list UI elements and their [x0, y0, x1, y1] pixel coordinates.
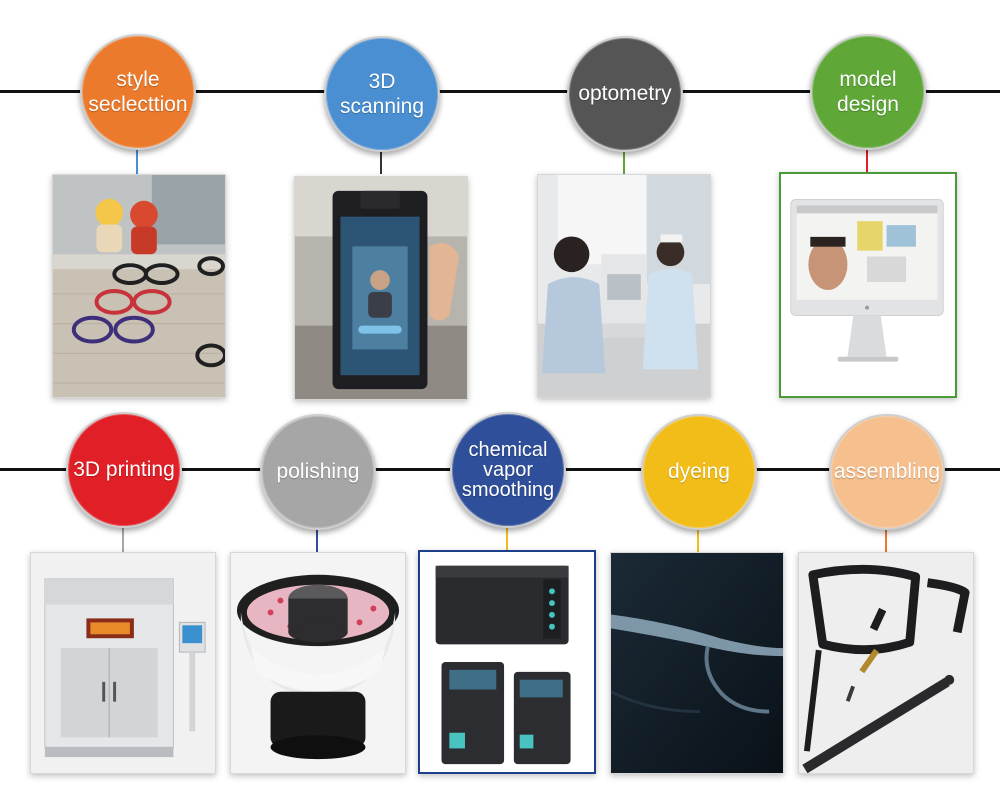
connector-assembling [885, 528, 887, 552]
step-label: assembling [833, 460, 941, 484]
connector-style [136, 148, 138, 174]
step-style-selection: style seclecttion [80, 34, 196, 150]
step-label: 3D printing [73, 458, 175, 482]
connector-scanning [380, 150, 382, 174]
photo-3d-printing [30, 552, 216, 774]
step-label: style seclecttion [88, 67, 188, 116]
step-dyeing: dyeing [641, 414, 757, 530]
step-label: 3D scanning [339, 69, 425, 118]
step-label: dyeing [668, 460, 730, 484]
connector-printing [122, 526, 124, 552]
step-label: optometry [578, 82, 672, 106]
step-3d-scanning: 3D scanning [324, 36, 440, 152]
step-polishing: polishing [260, 414, 376, 530]
photo-3d-scanning [294, 176, 468, 400]
connector-optometry [623, 150, 625, 174]
step-model-design: model design [810, 34, 926, 150]
step-label: chemical vapor smoothing [461, 439, 555, 501]
photo-style-selection [52, 174, 226, 398]
step-chemical-vapor-smoothing: chemical vapor smoothing [450, 412, 566, 528]
connector-cvs [506, 528, 508, 550]
photo-assembling [798, 552, 974, 774]
step-optometry: optometry [567, 36, 683, 152]
photo-chemical-vapor-smoothing [418, 550, 596, 774]
step-label: polishing [276, 460, 360, 484]
photo-polishing [230, 552, 406, 774]
connector-polishing [316, 528, 318, 552]
step-label: model design [837, 67, 899, 116]
timeline-line-top [0, 90, 1000, 93]
step-assembling: assembling [829, 414, 945, 530]
step-3d-printing: 3D printing [66, 412, 182, 528]
connector-dyeing [697, 528, 699, 552]
photo-model-design [779, 172, 957, 398]
photo-optometry [537, 174, 711, 398]
connector-model [866, 150, 868, 172]
photo-dyeing [610, 552, 784, 774]
